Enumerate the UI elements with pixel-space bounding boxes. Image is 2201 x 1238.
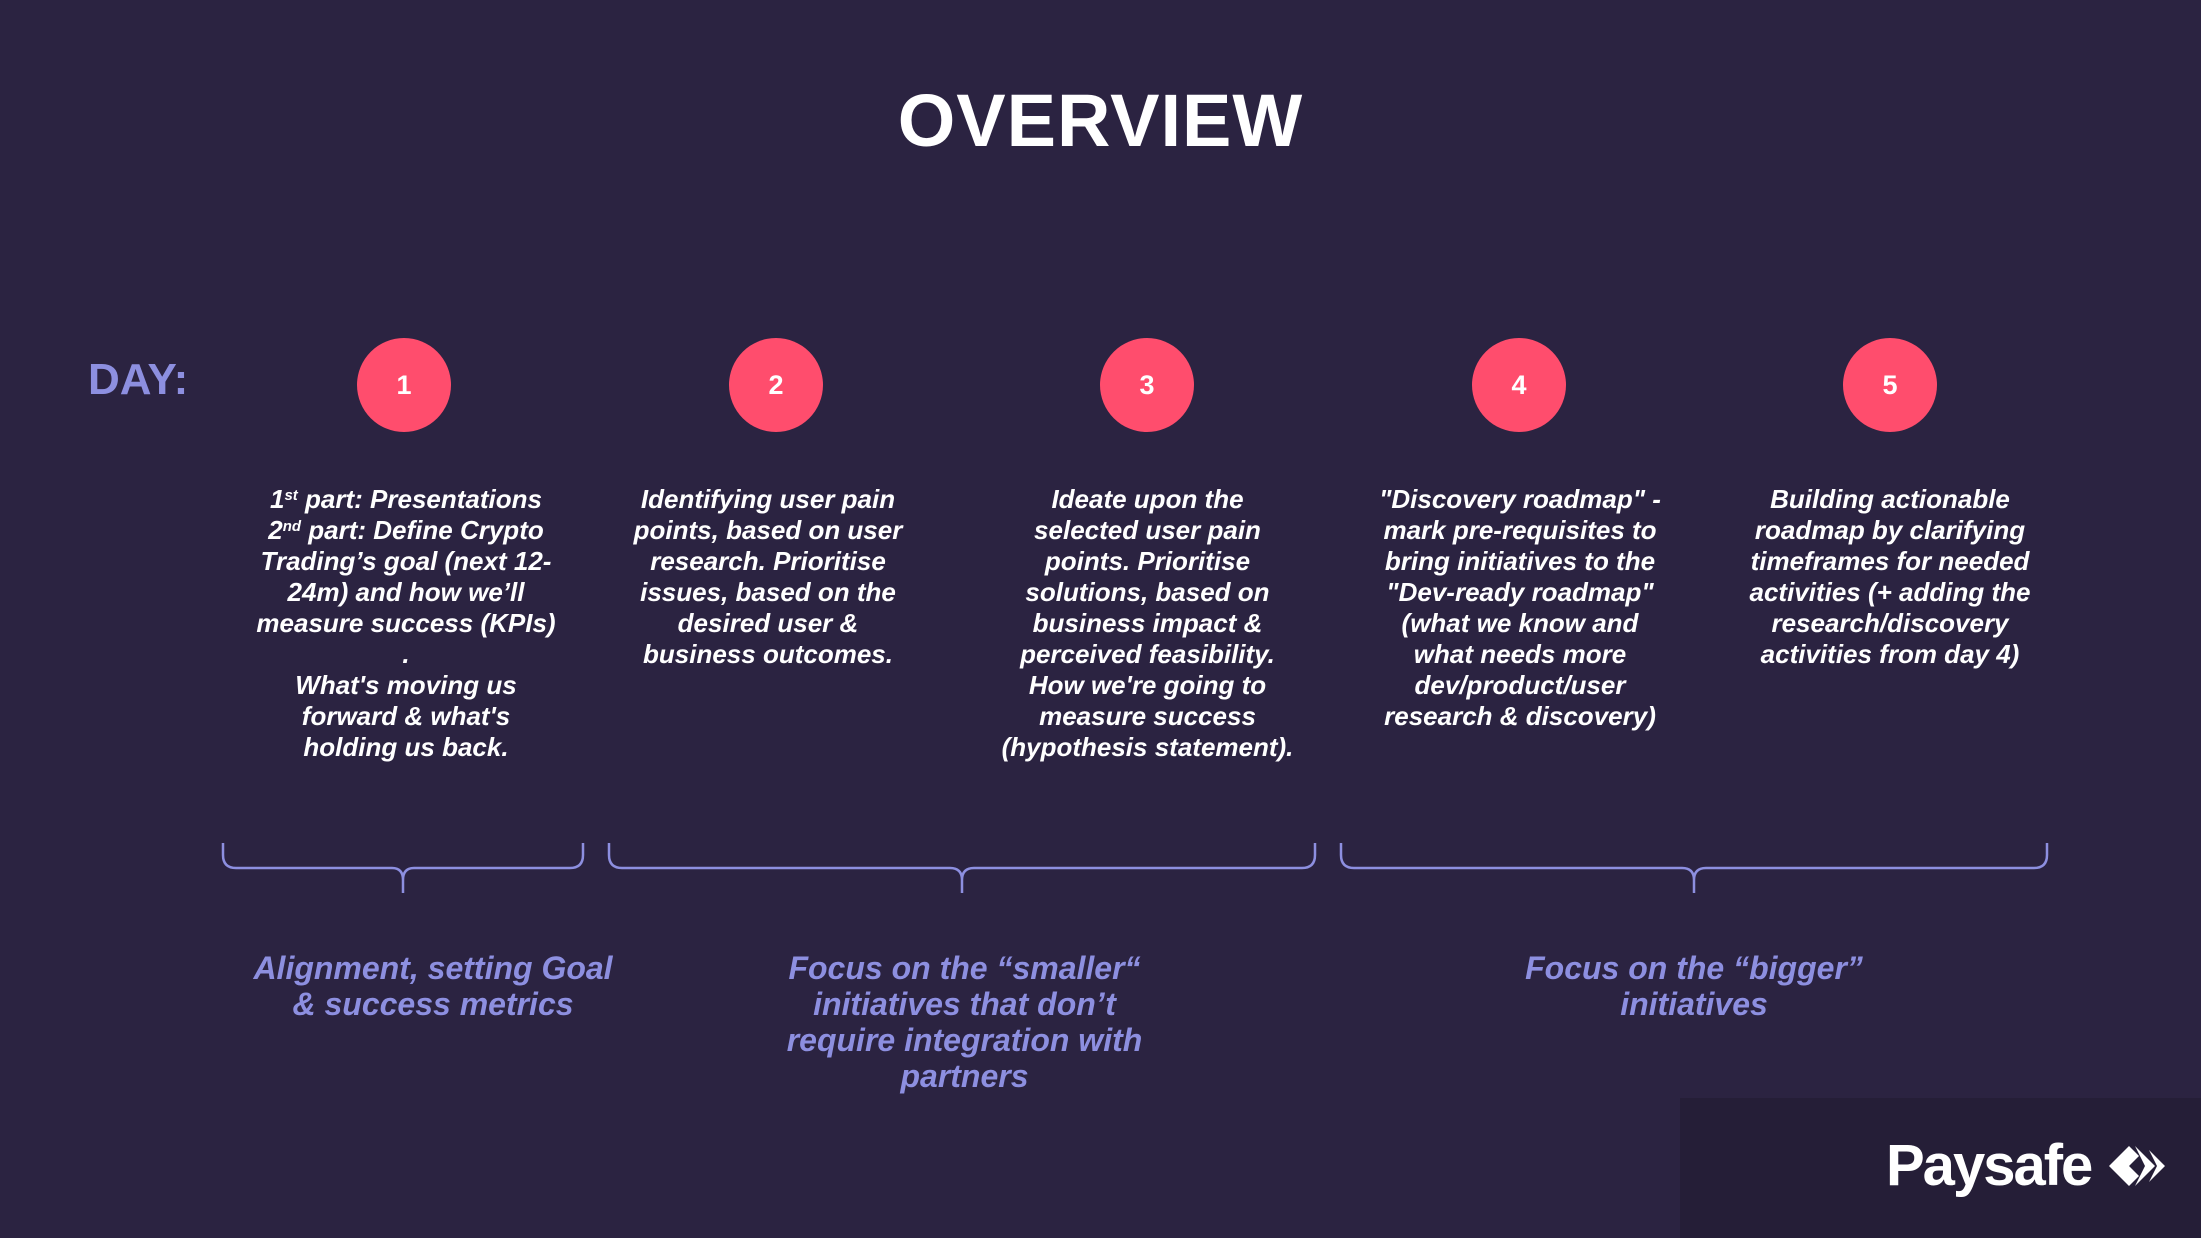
day-1-description: 1st part: Presentations 2nd part: Define… xyxy=(256,484,556,763)
phase-2-caption: Focus on the “smaller“ initiatives that … xyxy=(786,950,1143,1094)
brace-2 xyxy=(607,843,1317,893)
day-1-circle: 1 xyxy=(357,338,451,432)
day-3-description: Ideate upon the selected user pain point… xyxy=(1001,484,1294,762)
day-1-line-2-text: part: Define Crypto Trading’s goal (next… xyxy=(256,515,556,669)
day-1-line-1-text: part: Presentations xyxy=(297,484,542,514)
phase-3-caption: Focus on the “bigger” initiatives xyxy=(1525,950,1863,1022)
day-1-line-2: 2nd part: Define Crypto Trading’s goal (… xyxy=(256,515,556,669)
brace-3 xyxy=(1339,843,2049,893)
day-1-line-1: 1st part: Presentations xyxy=(270,484,542,514)
brand-logo: Paysafe xyxy=(1886,1132,2175,1199)
day-5-description: Building actionable roadmap by clarifyin… xyxy=(1749,484,2031,669)
day-label: DAY: xyxy=(88,355,189,404)
day-2-circle: 2 xyxy=(729,338,823,432)
phase-1-caption: Alignment, setting Goal & success metric… xyxy=(253,950,613,1022)
slide-title: OVERVIEW xyxy=(897,79,1304,162)
brand-name: Paysafe xyxy=(1886,1133,2093,1198)
day-5-circle: 5 xyxy=(1843,338,1937,432)
day-1-line-3: What's moving us forward & what's holdin… xyxy=(295,670,517,762)
day-4-circle: 4 xyxy=(1472,338,1566,432)
day-3-circle: 3 xyxy=(1100,338,1194,432)
day-4-description: "Discovery roadmap" - mark pre-requisite… xyxy=(1379,484,1661,731)
double-diamond-arrow-icon xyxy=(2109,1145,2166,1186)
day-2-description: Identifying user pain points, based on u… xyxy=(633,484,903,669)
day-1-sup-1: st xyxy=(284,487,298,504)
brace-1 xyxy=(221,843,585,893)
day-1-sup-2: nd xyxy=(282,518,302,535)
